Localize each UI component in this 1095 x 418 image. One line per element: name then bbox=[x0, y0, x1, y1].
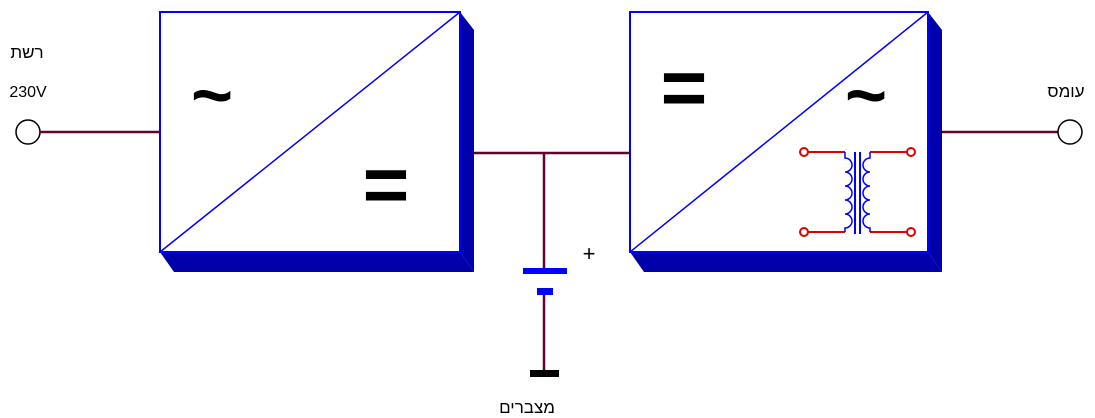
battery-positive-plate bbox=[523, 268, 567, 274]
load-label: עומס bbox=[1047, 82, 1084, 101]
inverter-block-shadow bbox=[630, 252, 942, 272]
rectifier-dc-symbol: = bbox=[363, 140, 410, 229]
inverter-dc-symbol: = bbox=[661, 43, 708, 132]
inverter-block: = ~ bbox=[629, 11, 942, 272]
rectifier-ac-symbol: ~ bbox=[191, 56, 233, 136]
inverter-block-diagonal bbox=[629, 11, 929, 253]
rectifier-block-diagonal bbox=[159, 11, 461, 253]
mains-input-terminal bbox=[15, 119, 41, 145]
transformer-icon bbox=[799, 147, 916, 237]
rectifier-block-side bbox=[460, 12, 474, 272]
batteries-label: מצברים bbox=[499, 398, 555, 417]
inverter-ac-symbol: ~ bbox=[845, 56, 887, 136]
ground-bar bbox=[530, 370, 559, 377]
battery-symbol: + bbox=[523, 241, 595, 377]
battery-plus-sign: + bbox=[583, 241, 596, 266]
rectifier-block-shadow bbox=[160, 252, 474, 272]
mains-label: רשת bbox=[10, 43, 43, 62]
inverter-block-side bbox=[928, 12, 942, 272]
load-output-terminal bbox=[1057, 119, 1083, 145]
rectifier-block: ~ = bbox=[159, 11, 474, 272]
battery-negative-plate bbox=[537, 288, 553, 295]
mains-voltage-label: 230V bbox=[9, 84, 47, 101]
